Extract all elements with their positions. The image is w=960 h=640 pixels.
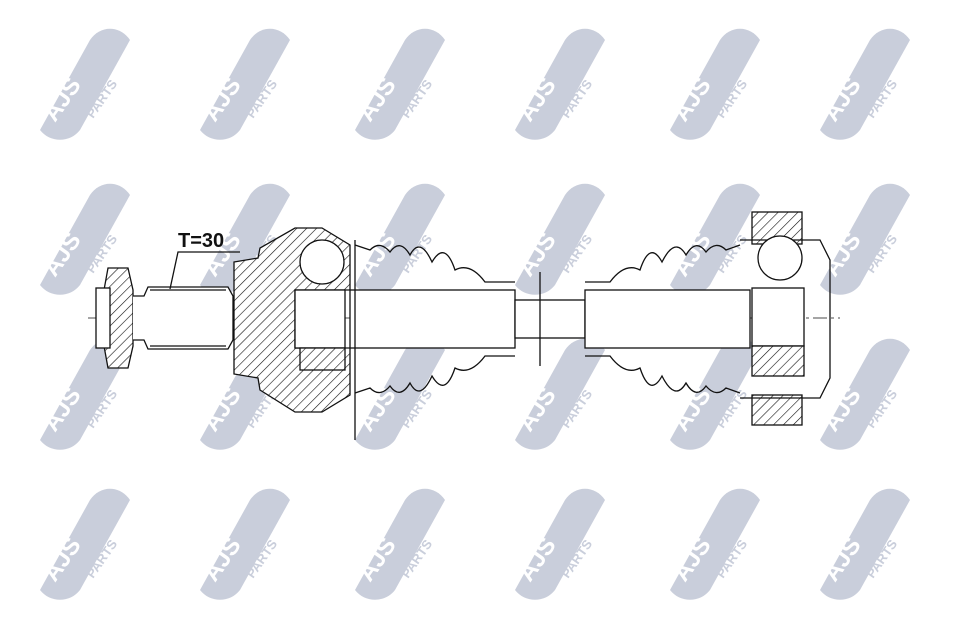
watermark-shape xyxy=(355,488,445,600)
watermark-shape xyxy=(670,183,760,295)
watermark-shape xyxy=(200,183,290,295)
tripod-housing-bottom xyxy=(751,394,803,426)
watermark-shape xyxy=(515,488,605,600)
shaft-right xyxy=(584,289,751,349)
watermark-shape xyxy=(820,28,910,140)
watermark-shape xyxy=(200,28,290,140)
shaft-left xyxy=(349,289,516,349)
shaft-drawing xyxy=(88,211,840,440)
watermark-shape xyxy=(355,338,445,450)
threaded-stub xyxy=(133,286,234,350)
watermark-shape xyxy=(820,338,910,450)
nut-washer xyxy=(95,287,111,349)
annotation-leader xyxy=(169,251,240,290)
tripod-roller xyxy=(757,235,803,281)
watermark-shape xyxy=(515,183,605,295)
watermark-shape xyxy=(820,488,910,600)
left-boot-bottom xyxy=(354,355,515,394)
tripod-spider xyxy=(751,287,805,347)
watermark-shape xyxy=(40,28,130,140)
watermark-shape xyxy=(670,28,760,140)
tripod-housing xyxy=(740,239,831,399)
left-boot-top xyxy=(354,244,515,283)
inner-race xyxy=(294,289,346,349)
watermark-shape xyxy=(820,183,910,295)
shaft-middle xyxy=(514,299,586,339)
watermark-shape xyxy=(515,28,605,140)
watermark-shape xyxy=(670,338,760,450)
right-boot-bottom xyxy=(585,355,741,394)
watermark-shape xyxy=(200,488,290,600)
watermark-shape xyxy=(355,28,445,140)
cv-ball-top xyxy=(299,239,345,285)
watermark-shape xyxy=(40,183,130,295)
watermark-shape xyxy=(670,488,760,600)
watermark-shape xyxy=(40,488,130,600)
watermark-shape xyxy=(355,183,445,295)
right-boot-top xyxy=(585,244,741,283)
torque-annotation: T=30 xyxy=(178,230,224,252)
watermark-shape xyxy=(515,338,605,450)
